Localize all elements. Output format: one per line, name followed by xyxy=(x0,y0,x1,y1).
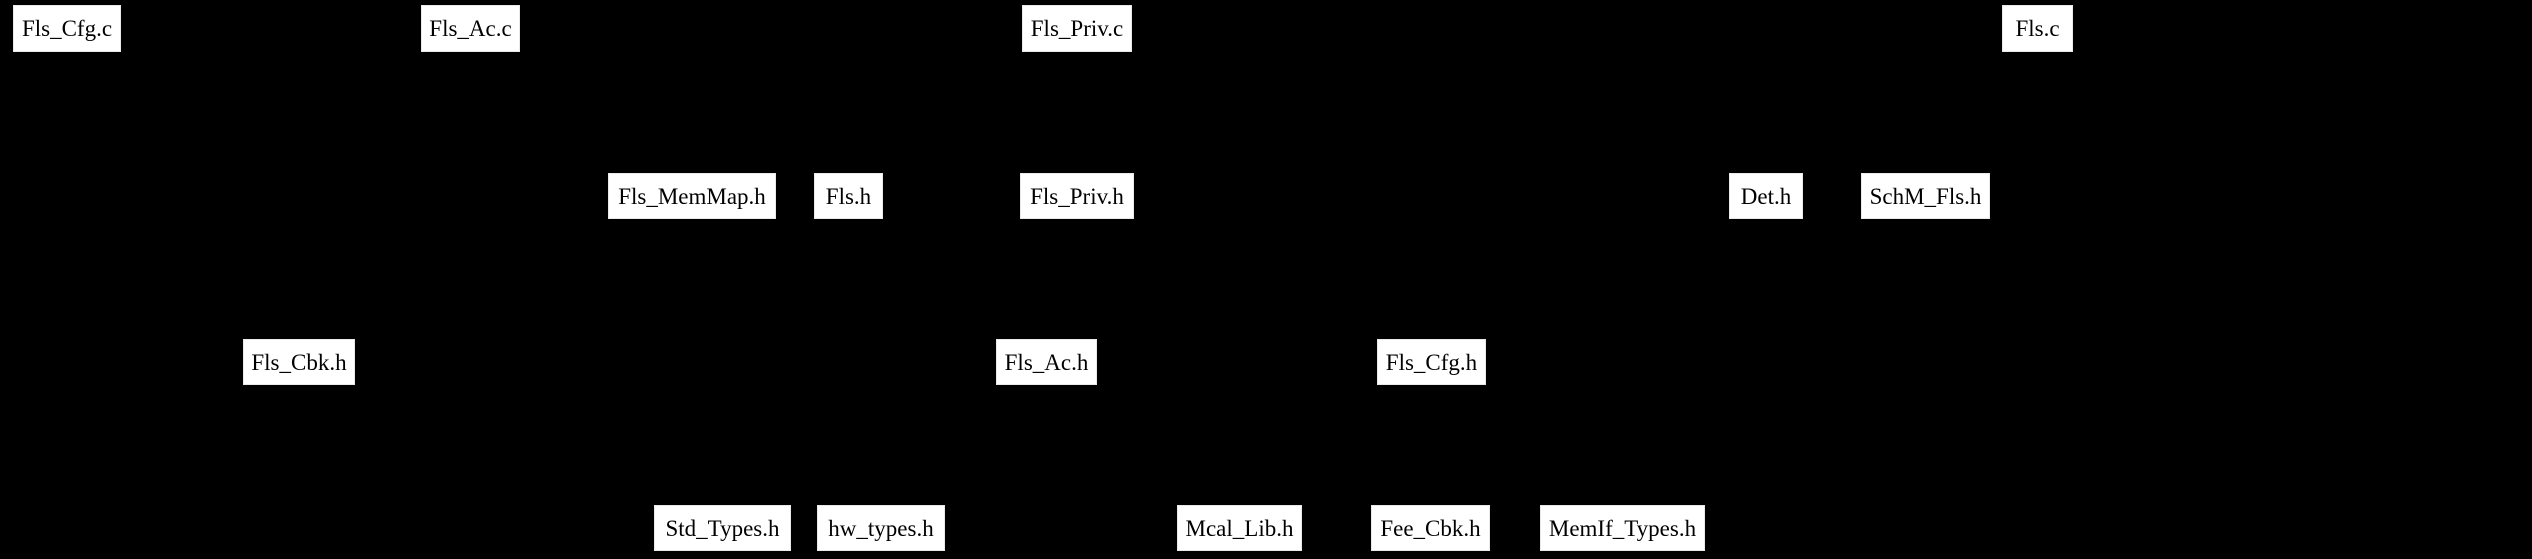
node-fls-ac-c: Fls_Ac.c xyxy=(421,5,520,52)
node-fls-priv-h: Fls_Priv.h xyxy=(1020,173,1134,219)
node-schm-fls-h: SchM_Fls.h xyxy=(1861,173,1990,219)
node-fls-h: Fls.h xyxy=(814,173,883,219)
node-fls-cbk-h: Fls_Cbk.h xyxy=(243,339,355,385)
node-det-h: Det.h xyxy=(1729,173,1803,219)
node-fee-cbk-h: Fee_Cbk.h xyxy=(1371,505,1490,551)
node-mcal-lib-h: Mcal_Lib.h xyxy=(1177,505,1302,551)
node-fls-ac-h: Fls_Ac.h xyxy=(996,339,1097,385)
node-std-types-h: Std_Types.h xyxy=(654,505,791,551)
node-memif-types-h: MemIf_Types.h xyxy=(1540,505,1705,551)
node-hw-types-h: hw_types.h xyxy=(817,505,945,551)
node-fls-cfg-h: Fls_Cfg.h xyxy=(1377,339,1486,385)
node-fls-c: Fls.c xyxy=(2002,5,2073,52)
node-fls-cfg-c: Fls_Cfg.c xyxy=(13,5,121,52)
node-fls-priv-c: Fls_Priv.c xyxy=(1022,5,1132,52)
node-fls-memmap-h: Fls_MemMap.h xyxy=(608,173,776,219)
